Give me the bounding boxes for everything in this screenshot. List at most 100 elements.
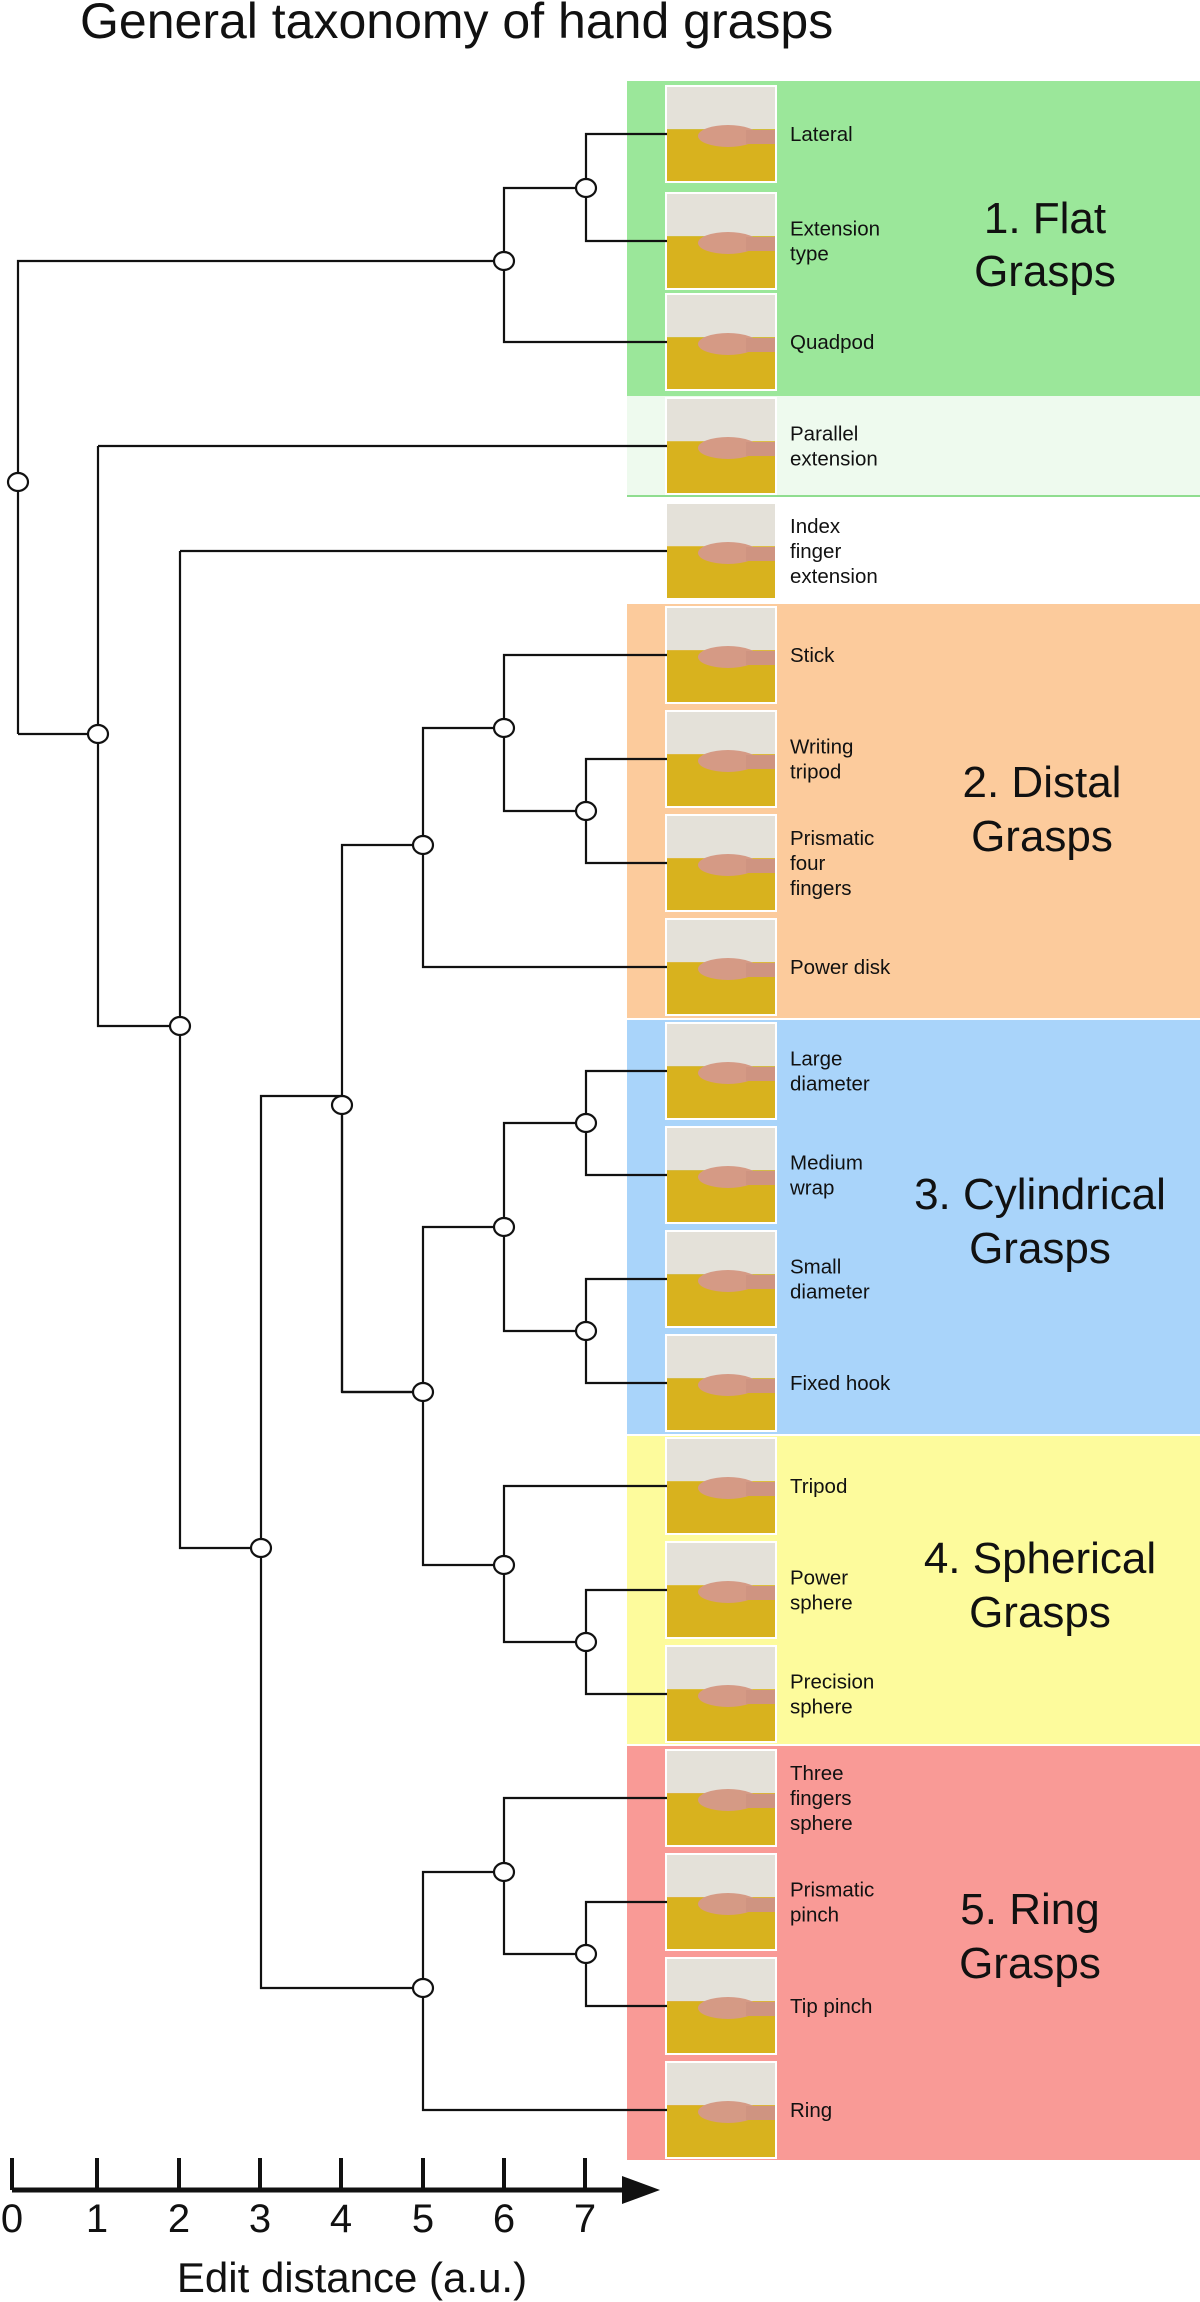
leaf-label-stick: Stick [790, 644, 835, 667]
hand-shape [698, 1789, 758, 1811]
photo-background [666, 1750, 776, 1794]
forearm-shape [746, 2002, 776, 2016]
leaf-label-ring: Ring [790, 2099, 832, 2122]
photo-background [666, 193, 776, 237]
photo-background [666, 2062, 776, 2106]
branch [96, 446, 180, 1028]
hand-shape [698, 1997, 758, 2019]
node [574, 1112, 598, 1134]
node [574, 177, 598, 199]
photo-background [666, 1958, 776, 2002]
forearm-shape [746, 442, 776, 456]
x-tick-label: 6 [493, 2197, 515, 2241]
hand-shape [698, 750, 758, 772]
hand-shape [698, 1166, 758, 1188]
grasp-photo-power-disk [665, 918, 777, 1016]
branch [259, 1094, 342, 1548]
branch [16, 259, 504, 734]
photo-background [666, 1542, 776, 1586]
forearm-shape [746, 547, 776, 561]
grasp-photo-lateral [665, 85, 777, 183]
hand-shape [698, 1374, 758, 1396]
grasp-photo-fixed-hook [665, 1334, 777, 1432]
hand-shape [698, 1270, 758, 1292]
dendrogram [16, 132, 667, 2112]
grasp-photo-large-diameter [665, 1022, 777, 1120]
grasp-photo-ring [665, 2061, 777, 2159]
grasp-photo-prismatic-four-fingers [665, 814, 777, 912]
leaf-label-quadpod: Quadpod [790, 331, 874, 354]
node [574, 800, 598, 822]
photo-background [666, 294, 776, 338]
forearm-shape [746, 1067, 776, 1081]
leaf-label-fixed-hook: Fixed hook [790, 1372, 891, 1395]
forearm-shape [746, 1690, 776, 1704]
grasp-photo-prismatic-pinch [665, 1853, 777, 1951]
hand-shape [698, 854, 758, 876]
group-bands [627, 81, 1200, 2160]
node [249, 1537, 273, 1559]
x-axis-label: Edit distance (a.u.) [177, 2254, 527, 2301]
grasp-photo-precision-sphere [665, 1645, 777, 1743]
forearm-shape [746, 651, 776, 665]
node [574, 1320, 598, 1342]
node [86, 723, 110, 745]
hand-shape [698, 2101, 758, 2123]
branch [178, 551, 261, 1550]
grasp-photo-power-sphere [665, 1541, 777, 1639]
photo-background [666, 1127, 776, 1171]
forearm-shape [746, 859, 776, 873]
node [492, 250, 516, 272]
branch [421, 1392, 504, 1567]
node [492, 1554, 516, 1576]
x-tick-label: 3 [249, 2197, 271, 2241]
photo-background [666, 1023, 776, 1067]
figure-title: General taxonomy of hand grasps [80, 0, 833, 49]
forearm-shape [746, 1586, 776, 1600]
hand-shape [698, 125, 758, 147]
hand-shape [698, 958, 758, 980]
branch [259, 1548, 423, 1990]
forearm-shape [746, 963, 776, 977]
photo-background [666, 503, 776, 547]
photo-background [666, 815, 776, 859]
dendrogram-nodes [6, 177, 598, 1999]
branch [340, 843, 423, 1394]
forearm-shape [746, 1275, 776, 1289]
node [411, 1977, 435, 1999]
node [574, 1631, 598, 1653]
hand-shape [698, 437, 758, 459]
x-tick-label: 7 [574, 2197, 596, 2241]
grasp-photo-stick [665, 606, 777, 704]
node [6, 471, 30, 493]
photo-background [666, 86, 776, 130]
node [411, 1381, 435, 1403]
x-tick-label: 4 [330, 2197, 352, 2241]
x-tick-label: 1 [86, 2197, 108, 2241]
photo-background [666, 607, 776, 651]
forearm-shape [746, 338, 776, 352]
forearm-shape [746, 1171, 776, 1185]
forearm-shape [746, 1379, 776, 1393]
grasp-photo-tripod [665, 1437, 777, 1535]
leaf-label-tip-pinch: Tip pinch [790, 1995, 872, 2018]
leaf-label-tripod: Tripod [790, 1475, 847, 1498]
grasp-photo-index-finger-extension [665, 502, 777, 600]
branch [421, 1225, 504, 1392]
node [574, 1943, 598, 1965]
x-tick-label: 0 [1, 2197, 23, 2241]
photo-background [666, 1646, 776, 1690]
